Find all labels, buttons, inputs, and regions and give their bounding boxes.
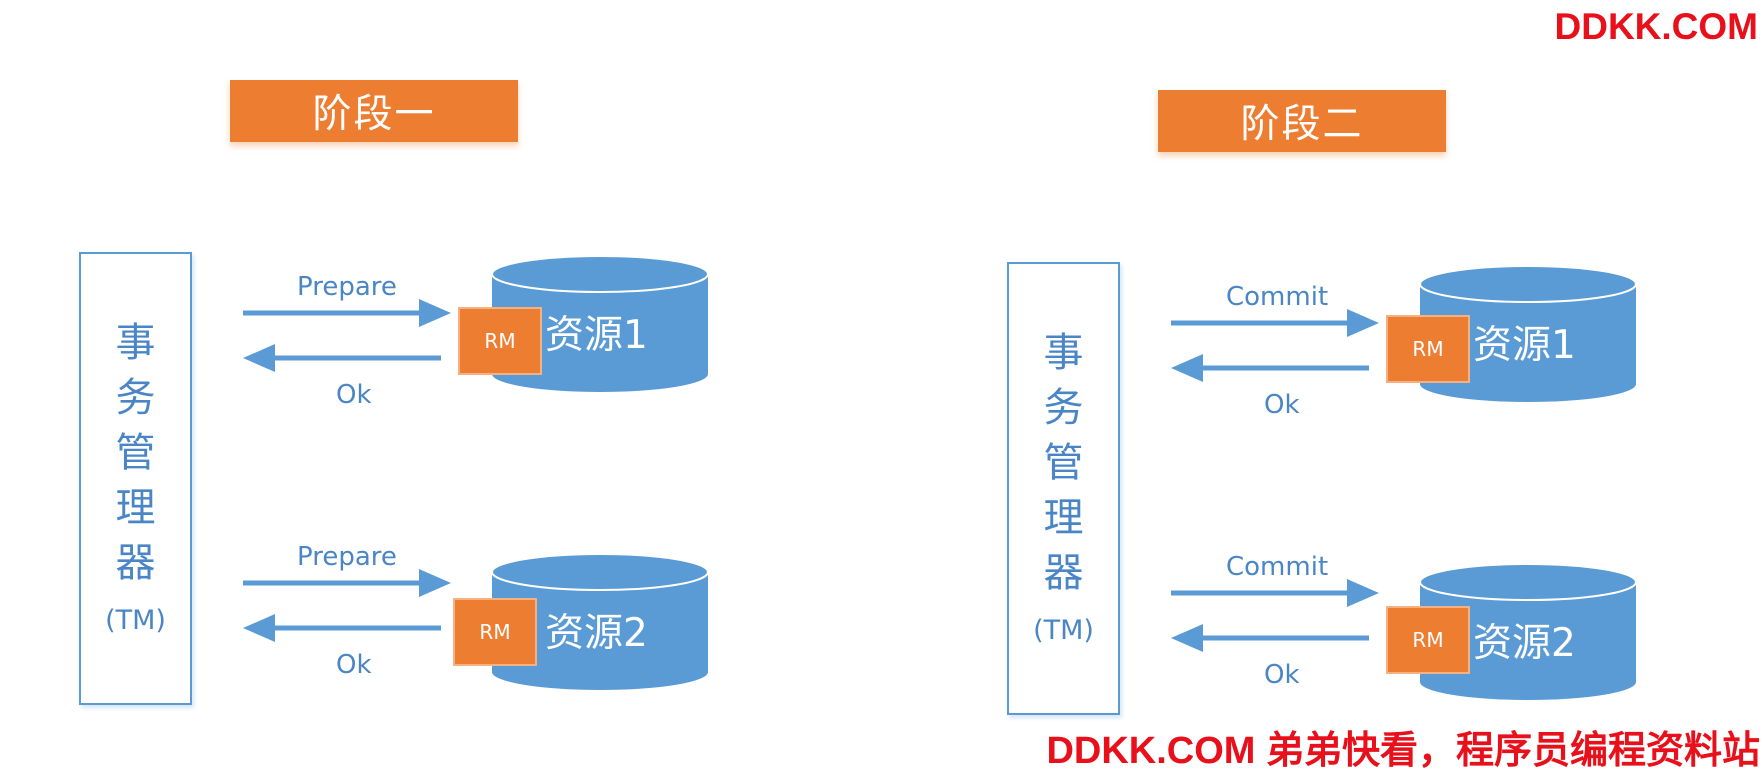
resource-name: 资源2 [1473,621,1576,666]
database-resource-1: 资源1 [490,254,710,396]
resource-name: 资源1 [545,313,648,358]
response-arrow-left [1171,624,1369,652]
database-cylinder-icon [1419,563,1637,700]
ok-label-3: Ok [1264,390,1300,420]
request-arrow-right [1171,579,1379,607]
prepare-label-1: Prepare [297,272,397,302]
database-resource-2: 资源2 [1418,562,1638,704]
resource-manager-badge: RM [1386,315,1470,383]
watermark-top: DDKK.COM [1554,6,1758,47]
response-arrow-left [243,344,441,372]
ok-label-1: Ok [336,380,372,410]
tm-char: 务 [1043,385,1084,431]
response-arrow-left [243,614,441,642]
tm-char: 事 [115,320,156,366]
tm-char: 理 [1043,495,1084,541]
resource-manager-badge: RM [1386,606,1470,674]
tm-char: 器 [1043,550,1084,596]
resource-name: 资源1 [1473,323,1576,368]
tm-char: 事 [1043,330,1084,376]
tm-char: 务 [115,375,156,421]
database-cylinder-icon [491,553,709,690]
tm-abbr: (TM) [105,605,166,636]
ok-label-4: Ok [1264,660,1300,690]
prepare-label-2: Prepare [297,542,397,572]
database-resource-1: 资源1 [1418,264,1638,406]
response-arrow-left [1171,354,1369,382]
ok-label-2: Ok [336,650,372,680]
commit-label-1: Commit [1226,282,1329,312]
tm-char: 管 [115,430,156,476]
tm-char: 理 [115,485,156,531]
database-resource-2: 资源2 [490,552,710,694]
watermark-bottom: DDKK.COM 弟弟快看，程序员编程资料站 [1046,730,1760,772]
resource-manager-badge: RM [453,598,537,666]
resource-name: 资源2 [545,611,648,656]
resource-manager-badge: RM [458,307,542,375]
request-arrow-right [243,569,451,597]
phase-2-title: 阶段二 [1158,90,1446,152]
transaction-manager-1: 事 务 管 理 器 (TM) [79,252,192,705]
transaction-manager-2: 事 务 管 理 器 (TM) [1007,262,1120,715]
tm-char: 管 [1043,440,1084,486]
commit-label-2: Commit [1226,552,1329,582]
tm-abbr: (TM) [1033,615,1094,646]
phase-1-title: 阶段一 [230,80,518,142]
database-cylinder-icon [1419,265,1637,402]
request-arrow-right [243,299,451,327]
database-cylinder-icon [491,255,709,392]
tm-char: 器 [115,540,156,586]
request-arrow-right [1171,309,1379,337]
